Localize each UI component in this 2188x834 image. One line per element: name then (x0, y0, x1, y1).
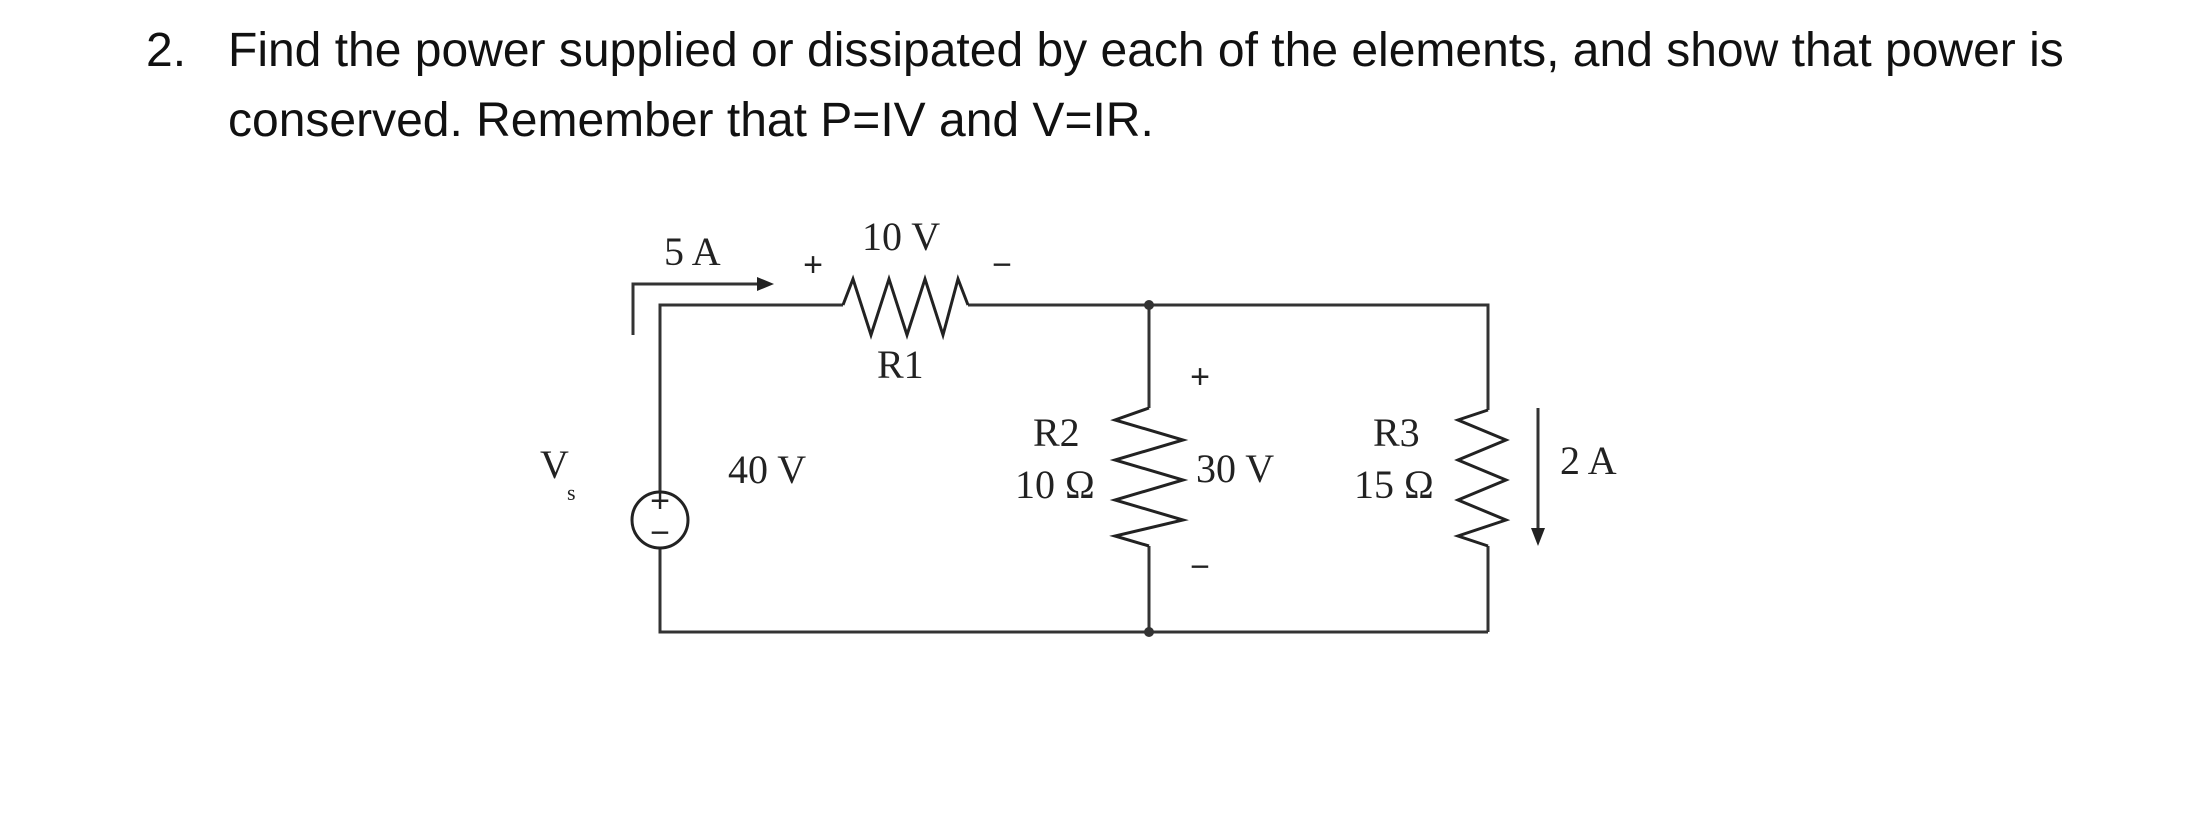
junction-bottom (1144, 627, 1154, 637)
source-current-arrow-shaft (631, 282, 760, 335)
problem-number: 2. (146, 24, 187, 77)
junction-top (1144, 300, 1154, 310)
resistor-r1-zigzag (841, 274, 970, 341)
resistor-r1-plus: + (803, 246, 823, 284)
resistor-r3-value: 15 Ω (1354, 462, 1434, 507)
voltage-source-minus: − (650, 514, 670, 552)
resistor-r2-name: R2 (1033, 410, 1080, 455)
voltage-source-plus: + (650, 482, 670, 520)
resistor-r2-minus: − (1190, 548, 1210, 586)
resistor-r3-zigzag (1453, 408, 1511, 548)
voltage-source-value: 40 V (728, 447, 806, 492)
problem-text: Find the power supplied or dissipated by… (228, 24, 2064, 147)
voltage-source-label-sub: s (567, 480, 576, 505)
resistor-r2-zigzag (1109, 406, 1189, 548)
r3-current-arrow: 2 A (1531, 408, 1617, 546)
voltage-source-label: V (540, 442, 569, 487)
circuit-wires (658, 303, 1490, 634)
voltage-source: + − V s 40 V (540, 442, 806, 552)
r3-current-arrow-head (1531, 528, 1545, 546)
problem-statement: 2. Find the power supplied or dissipated… (146, 16, 2126, 156)
resistor-r3-name: R3 (1373, 410, 1420, 455)
resistor-r1-voltage: 10 V (862, 214, 940, 259)
resistor-r2-voltage: 30 V (1196, 446, 1274, 491)
wire-top-left (658, 303, 843, 492)
resistor-r1-minus: − (992, 246, 1012, 284)
resistor-r2-value: 10 Ω (1015, 462, 1095, 507)
source-current-arrow: 5 A (631, 229, 774, 335)
resistor-r2-plus: + (1190, 358, 1210, 396)
source-current-arrow-head (757, 277, 774, 291)
resistor-r3: R3 15 Ω (1354, 408, 1511, 548)
resistor-r1: R1 10 V + − (803, 214, 1012, 387)
resistor-r2: R2 10 Ω 30 V + − (1015, 358, 1274, 586)
resistor-r1-name: R1 (877, 342, 924, 387)
wire-top-right (968, 303, 1490, 410)
source-current-label: 5 A (664, 229, 721, 274)
wire-bottom (658, 548, 1488, 634)
voltage-source-circle (630, 490, 690, 550)
r3-current-label: 2 A (1560, 438, 1617, 483)
